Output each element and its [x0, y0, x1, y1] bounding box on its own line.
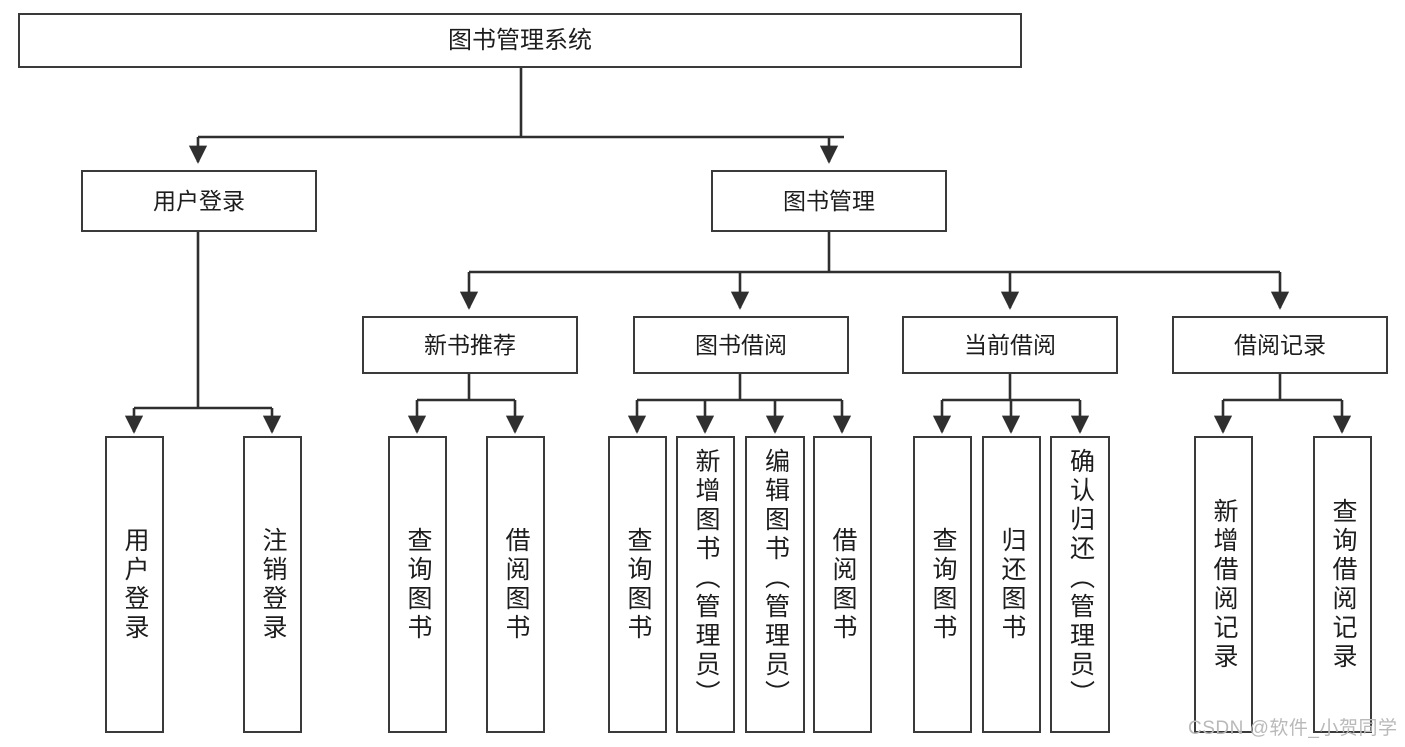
- node-label: 图书管理系统: [448, 26, 592, 54]
- node-book-borrow[interactable]: 图书借阅: [633, 316, 849, 374]
- node-user-login[interactable]: 用户登录: [81, 170, 317, 232]
- node-leaf-query-book-1[interactable]: 查询图书: [388, 436, 447, 733]
- node-leaf-return-book[interactable]: 归还图书: [982, 436, 1041, 733]
- node-label: 查询借阅记录: [1329, 497, 1357, 672]
- node-label: 图书管理: [783, 187, 875, 214]
- node-leaf-query-record[interactable]: 查询借阅记录: [1313, 436, 1372, 733]
- node-label: 注销登录: [259, 526, 287, 643]
- node-leaf-add-record[interactable]: 新增借阅记录: [1194, 436, 1253, 733]
- node-label: 查询图书: [929, 526, 957, 643]
- node-label: 新增借阅记录: [1210, 497, 1238, 672]
- node-leaf-borrow-book-1[interactable]: 借阅图书: [486, 436, 545, 733]
- node-leaf-confirm-return[interactable]: 确认归还（管理员）: [1050, 436, 1110, 733]
- node-label: 编辑图书（管理员）: [761, 448, 790, 709]
- node-label: 查询图书: [404, 526, 432, 643]
- node-new-book-recommend[interactable]: 新书推荐: [362, 316, 578, 374]
- node-current-borrow[interactable]: 当前借阅: [902, 316, 1118, 374]
- node-leaf-logout-login[interactable]: 注销登录: [243, 436, 302, 733]
- node-leaf-add-book[interactable]: 新增图书（管理员）: [676, 436, 735, 733]
- csdn-watermark: CSDN @软件_小贺同学: [1188, 718, 1398, 739]
- node-leaf-query-book-2[interactable]: 查询图书: [608, 436, 667, 733]
- node-label: 新增图书（管理员）: [692, 448, 720, 709]
- node-borrow-record[interactable]: 借阅记录: [1172, 316, 1388, 374]
- node-label: 借阅图书: [829, 526, 857, 643]
- node-label: 用户登录: [153, 187, 245, 214]
- node-root-system[interactable]: 图书管理系统: [18, 13, 1022, 68]
- node-label: 图书借阅: [695, 331, 787, 358]
- node-book-management[interactable]: 图书管理: [711, 170, 947, 232]
- node-label: 借阅图书: [502, 526, 530, 643]
- node-label: 新书推荐: [424, 331, 516, 358]
- node-label: 用户登录: [121, 526, 149, 643]
- node-leaf-borrow-book-2[interactable]: 借阅图书: [813, 436, 872, 733]
- node-label: 确认归还（管理员）: [1066, 448, 1095, 709]
- node-leaf-query-book-3[interactable]: 查询图书: [913, 436, 972, 733]
- node-label: 借阅记录: [1234, 331, 1326, 358]
- node-leaf-edit-book[interactable]: 编辑图书（管理员）: [745, 436, 805, 733]
- node-label: 归还图书: [998, 526, 1026, 643]
- node-leaf-user-login[interactable]: 用户登录: [105, 436, 164, 733]
- node-label: 当前借阅: [964, 331, 1056, 358]
- node-label: 查询图书: [624, 526, 652, 643]
